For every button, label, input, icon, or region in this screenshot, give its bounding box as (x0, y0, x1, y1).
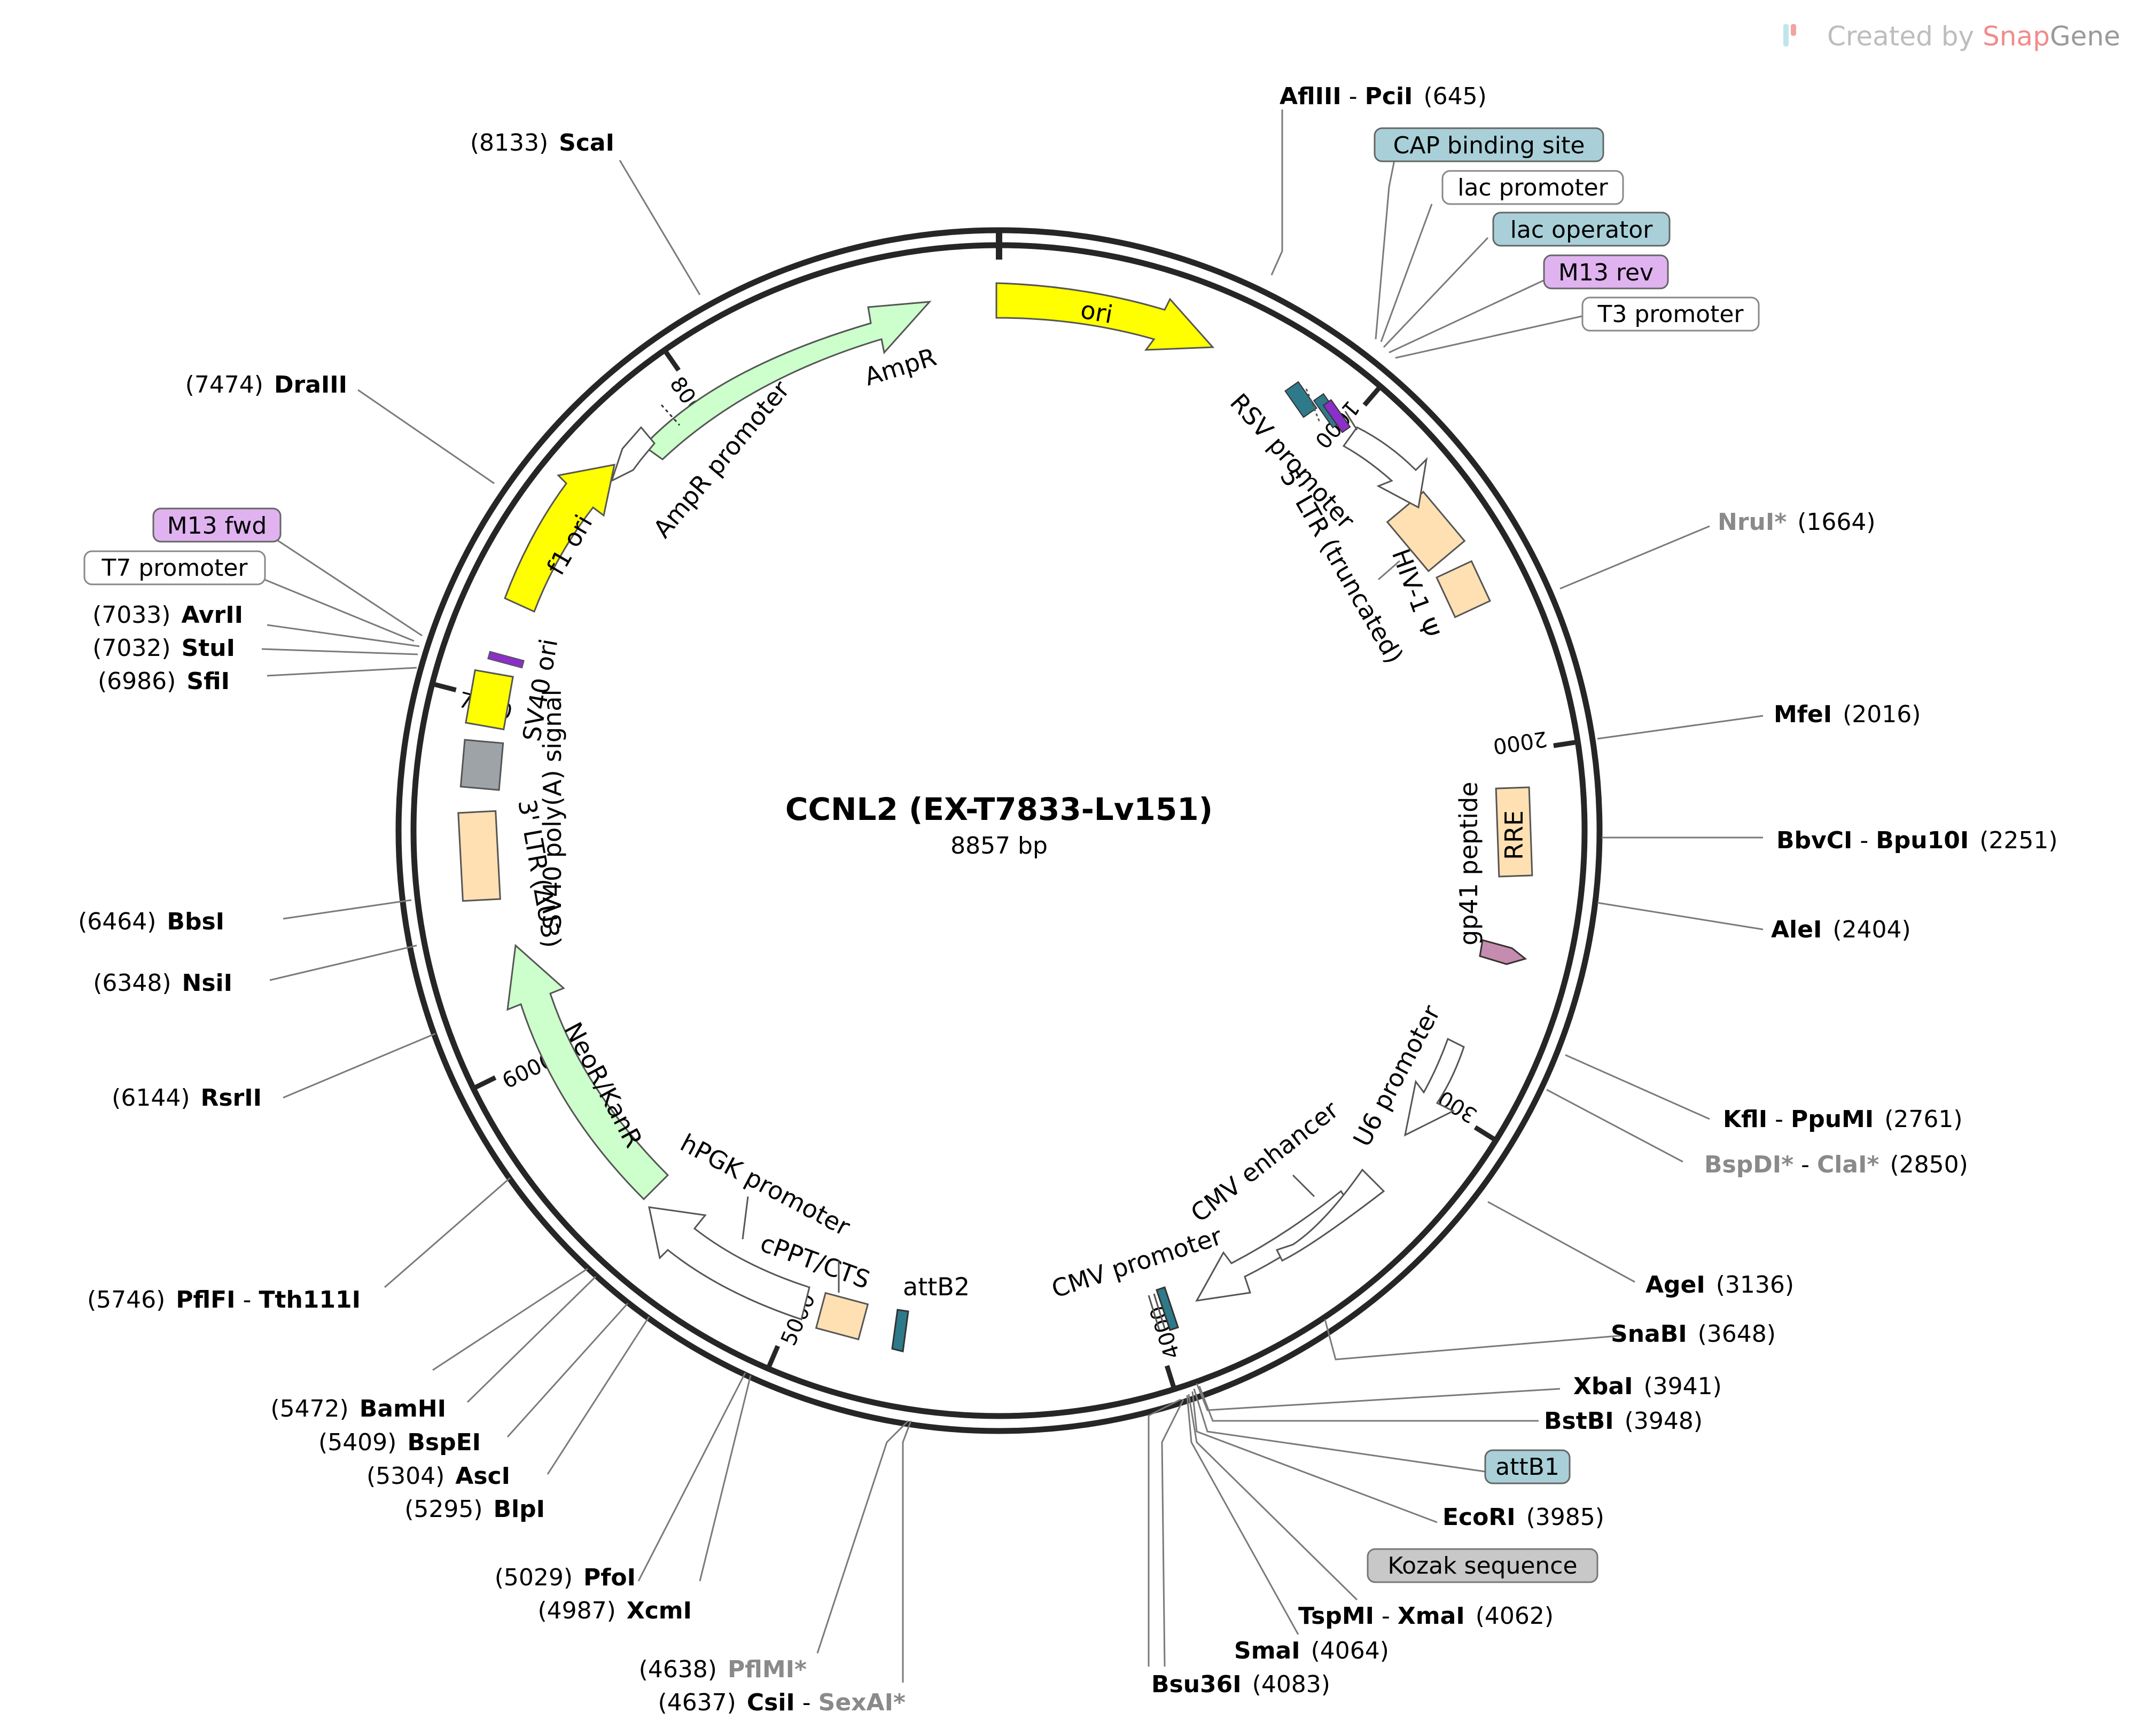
feature-hiv-psi[interactable] (1436, 560, 1491, 619)
feature-ori-label: ori (1079, 295, 1115, 329)
tick-mark-5000 (766, 1345, 781, 1369)
feature-sv40-polya[interactable] (459, 739, 504, 791)
site-afliii-pcii[interactable]: AflIII - PciI(645) (1280, 83, 1487, 110)
site-bsu36i[interactable]: Bsu36I(4083) (1151, 1671, 1330, 1698)
site-snabi[interactable]: SnaBI(3648) (1611, 1320, 1776, 1348)
feature-5ltr[interactable] (1386, 490, 1466, 573)
tick-label-2000: 2000 (1492, 726, 1549, 758)
plasmid-size: 8857 bp (950, 832, 1048, 859)
site-bamhi[interactable]: (5472)BamHI (270, 1395, 446, 1422)
feature-cmv-promoter-label: CMV promoter (1048, 1222, 1226, 1304)
feature-ori[interactable] (995, 282, 1215, 351)
feature-hpgk[interactable] (648, 1206, 810, 1320)
site-blpi[interactable]: (5295)BlpI (404, 1496, 545, 1523)
site-rsrii[interactable]: (6144)RsrII (112, 1084, 262, 1112)
snapgene-logo-icon (1783, 24, 1796, 46)
label-t3-promoter[interactable]: T3 promoter (1597, 301, 1744, 328)
credit-prefix: Created by (1827, 21, 1983, 52)
tick-mark-4000 (1164, 1365, 1176, 1389)
site-ecori[interactable]: EcoRI(3985) (1442, 1504, 1604, 1531)
site-bbsi[interactable]: (6464)BbsI (78, 908, 224, 935)
feature-rre-label: RRE (1500, 810, 1528, 860)
feature-ampr-label: AmpR (861, 342, 940, 392)
site-bspei[interactable]: (5409)BspEI (318, 1429, 481, 1456)
tick-mark-6000 (473, 1075, 497, 1090)
plasmid-name: CCNL2 (EX-T7833-Lv151) (785, 791, 1213, 827)
site-xcmi[interactable]: (4987)XcmI (537, 1597, 692, 1624)
site-asci[interactable]: (5304)AscI (366, 1463, 510, 1490)
tick-mark-3000 (1473, 1125, 1496, 1142)
tick-mark-1000 (1362, 385, 1382, 407)
label-m13-rev[interactable]: M13 rev (1558, 259, 1654, 286)
label-t7-promoter[interactable]: T7 promoter (101, 554, 248, 582)
leader-lines (261, 110, 1764, 1683)
backbone (395, 227, 1603, 1434)
site-smai[interactable]: SmaI(4064) (1234, 1637, 1389, 1664)
feature-hpgk-label: hPGK promoter (676, 1128, 855, 1241)
restriction-sites: AflIII - PciI(645) NruI*(1664) MfeI(2016… (78, 83, 2057, 1716)
site-nrui[interactable]: NruI*(1664) (1718, 509, 1876, 536)
credit-snap: Snap (1983, 21, 2050, 52)
site-scai[interactable]: (8133)ScaI (470, 129, 614, 157)
site-alei[interactable]: AleI(2404) (1771, 916, 1911, 943)
feature-ampr-promoter[interactable] (610, 426, 656, 482)
site-sfii[interactable]: (6986)SfiI (98, 668, 230, 695)
site-stui[interactable]: (7032)StuI (92, 635, 235, 662)
site-nsii[interactable]: (6348)NsiI (93, 969, 232, 997)
label-m13-fwd[interactable]: M13 fwd (167, 512, 267, 539)
credit-gene: Gene (2050, 21, 2120, 52)
site-xbai[interactable]: XbaI(3941) (1573, 1373, 1722, 1400)
tick-mark-2000 (1553, 739, 1578, 748)
feature-sv40-polya-label: SV40 poly(A) signal (538, 690, 567, 929)
feature-m13-rev[interactable] (1322, 399, 1351, 433)
feature-rsv[interactable] (1342, 426, 1428, 509)
feature-sv40-ori[interactable] (465, 669, 514, 731)
feature-u6[interactable] (1403, 1037, 1465, 1137)
tick-mark-7000 (432, 682, 457, 693)
site-bstbi[interactable]: BstBI(3948) (1544, 1407, 1703, 1435)
snapgene-credit: Created by SnapGene (1783, 21, 2120, 52)
boxed-labels: CAP binding site lac promoter lac operat… (83, 127, 1760, 1583)
site-pflfi-tth111i[interactable]: (5746)PflFI - Tth111I (87, 1286, 361, 1313)
label-lac-operator[interactable]: lac operator (1510, 216, 1654, 244)
feature-attb1[interactable] (1156, 1286, 1179, 1331)
feature-attb2[interactable] (891, 1309, 909, 1352)
feature-f1-ori[interactable] (504, 464, 615, 613)
feature-neor[interactable] (506, 943, 669, 1201)
feature-3ltr[interactable] (457, 810, 501, 902)
tick-mark-8000 (663, 349, 681, 372)
site-csii-sexai[interactable]: (4637)CsiI - SexAI* (658, 1689, 906, 1716)
site-tspmi-xmai[interactable]: TspMI - XmaI(4062) (1298, 1602, 1554, 1630)
site-mfei[interactable]: MfeI(2016) (1774, 701, 1921, 728)
label-attb1[interactable]: attB1 (1495, 1453, 1559, 1481)
feature-cmv-enhancer[interactable] (1275, 1168, 1385, 1262)
feature-rre[interactable] (1495, 786, 1533, 878)
feature-gp41-label: gp41 peptide (1454, 781, 1483, 945)
feature-cppt[interactable] (815, 1292, 869, 1341)
site-pflmi[interactable]: (4638)PflMI* (639, 1656, 807, 1683)
site-bspdi-clai[interactable]: BspDI* - ClaI*(2850) (1704, 1151, 1968, 1178)
feature-cap[interactable] (1284, 381, 1317, 418)
feature-attb2-label: attB2 (903, 1272, 970, 1301)
feature-ampr[interactable] (642, 301, 932, 460)
svg-text:Created by SnapGene: Created by SnapGene (1827, 21, 2120, 52)
site-pfoi[interactable]: (5029)PfoI (495, 1564, 636, 1591)
label-lac-promoter[interactable]: lac promoter (1457, 174, 1608, 201)
site-avrii[interactable]: (7033)AvrII (92, 601, 243, 629)
feature-gp41[interactable] (1479, 939, 1527, 965)
feature-u6-label: U6 promoter (1347, 1000, 1446, 1151)
site-agei[interactable]: AgeI(3136) (1645, 1271, 1794, 1299)
label-kozak-sequence[interactable]: Kozak sequence (1387, 1552, 1577, 1579)
site-draiii[interactable]: (7474)DraIII (185, 371, 347, 398)
site-kfli-ppumi[interactable]: KflI - PpuMI(2761) (1723, 1106, 1963, 1133)
site-bbvci-bpu10i[interactable]: BbvCI - Bpu10I(2251) (1776, 827, 2058, 854)
label-cap-binding-site[interactable]: CAP binding site (1393, 132, 1585, 159)
feature-m13-fwd[interactable] (487, 651, 525, 669)
lac-region-features (1284, 381, 1358, 433)
